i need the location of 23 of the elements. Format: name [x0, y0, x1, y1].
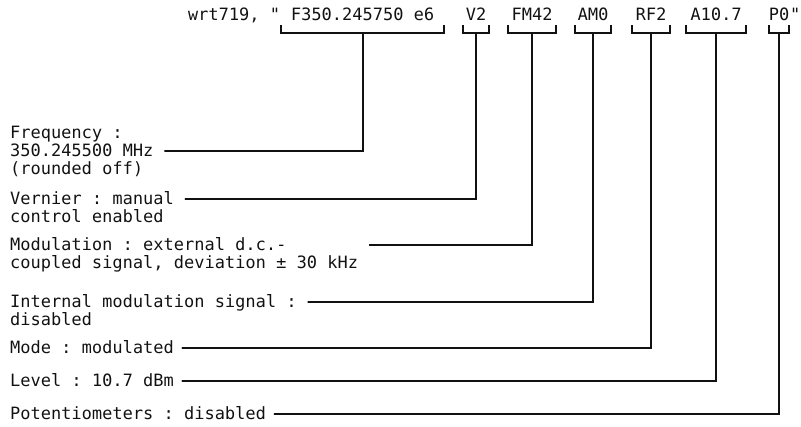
- command-parameter: F350.245750 e6: [290, 6, 436, 24]
- leader-line: [182, 34, 652, 349]
- callout-text: Frequency : 350.245500 MHz (rounded off): [10, 124, 164, 178]
- command-parameter: A10.7: [689, 6, 743, 24]
- leader-line: [369, 34, 533, 246]
- callout-text: Modulation : external d.c.- coupled signal, deviation ± 30 kHz: [10, 236, 370, 272]
- callout-text: Internal modulation signal : disabled: [10, 293, 308, 329]
- leader-line: [182, 34, 717, 382]
- callout-text: Vernier : manual control enabled: [10, 190, 185, 226]
- command-parameter: RF2: [634, 6, 668, 24]
- command-text: ": [790, 6, 800, 24]
- leader-line: [184, 34, 477, 200]
- leader-line: [308, 34, 594, 303]
- command-parameter: P0: [768, 6, 790, 24]
- leader-line: [274, 34, 780, 415]
- command-parameter: V2: [464, 6, 488, 24]
- command-parameter: AM0: [576, 6, 610, 24]
- command-text: wrt719, ": [188, 6, 280, 24]
- leader-line: [164, 34, 364, 152]
- command-parameter: FM42: [510, 6, 554, 24]
- callout-text: Level : 10.7 dBm: [10, 372, 182, 390]
- callout-text: Mode : modulated: [10, 339, 182, 357]
- callout-text: Potentiometers : disabled: [10, 405, 274, 423]
